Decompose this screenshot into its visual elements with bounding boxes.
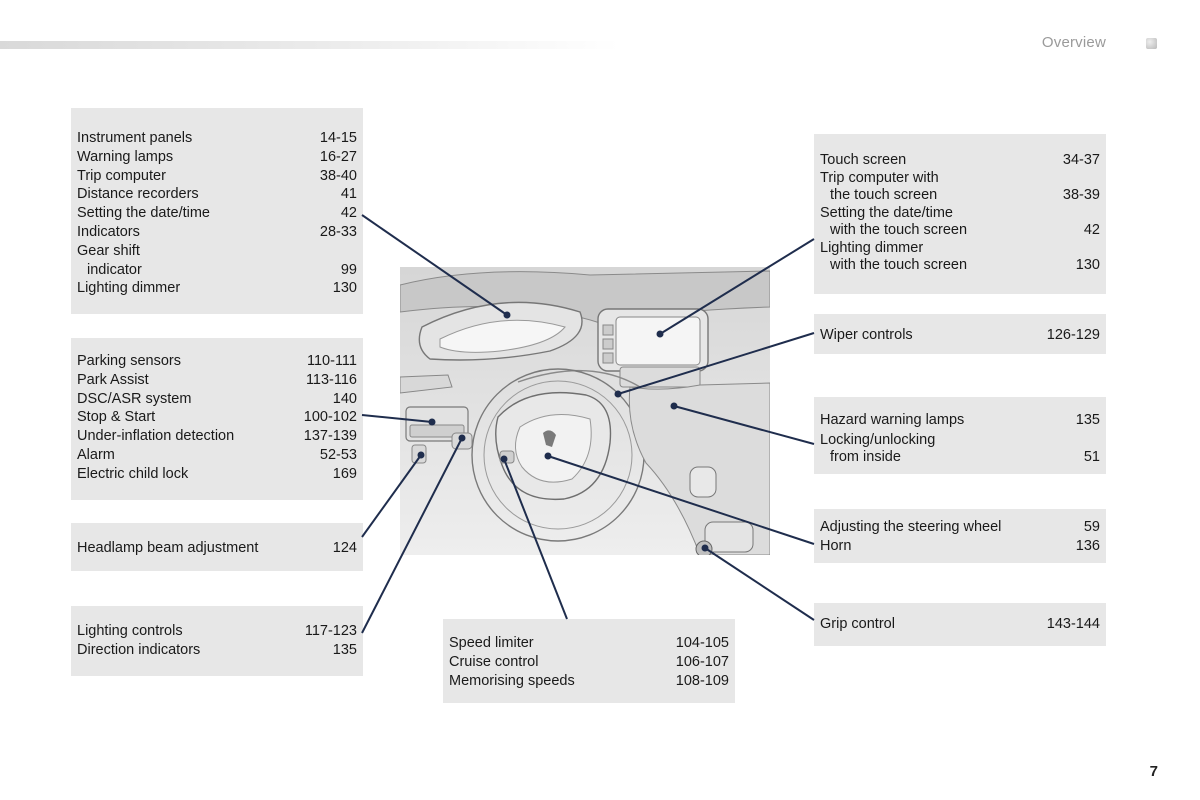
brand-logo-icon — [543, 430, 556, 447]
index-row-multiline: Lighting dimmer — [820, 239, 924, 256]
dashboard-illustration — [400, 267, 770, 555]
header-rule — [0, 41, 620, 49]
index-row-multiline: Gear shift — [77, 242, 140, 259]
index-row-multiline: Locking/unlocking — [820, 431, 936, 448]
index-row-multiline: Trip computer with — [820, 169, 939, 186]
index-row-multiline: Setting the date/time — [820, 204, 953, 221]
section-bullet-icon — [1146, 38, 1157, 49]
section-title: Overview — [1041, 34, 1106, 51]
page-number: 7 — [1149, 763, 1158, 780]
